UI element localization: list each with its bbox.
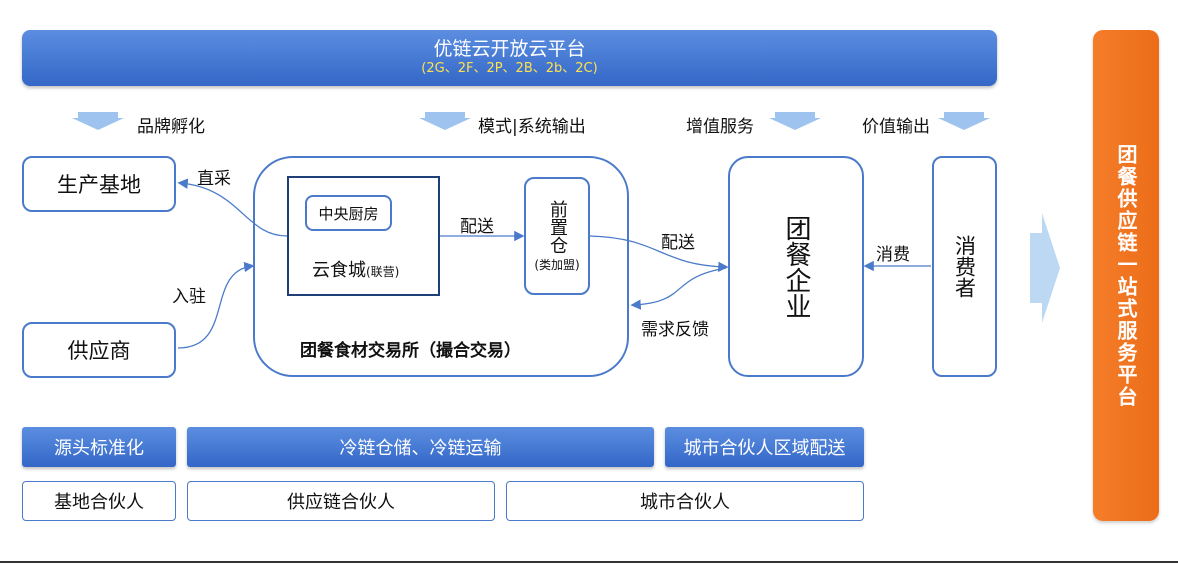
bottom-blue-2: 冷链仓储、冷链运输 bbox=[187, 427, 654, 467]
production-base-node: 生产基地 bbox=[22, 156, 176, 212]
platform-bar: 优链云开放云平台 (2G、2F、2P、2B、2b、2C) bbox=[22, 30, 997, 86]
direct-purchase-arrow bbox=[177, 178, 288, 237]
label-value-output: 价值输出 bbox=[862, 117, 930, 137]
front-warehouse-note: (类加盟) bbox=[534, 257, 580, 272]
edge-settle-in: 入驻 bbox=[172, 287, 206, 307]
cloud-food-city-box bbox=[287, 176, 440, 296]
down-arrow-icon bbox=[419, 112, 471, 130]
edge-deliver-2: 配送 bbox=[661, 233, 695, 253]
top-arrows bbox=[72, 112, 990, 130]
edge-deliver-1: 配送 bbox=[460, 217, 494, 237]
bottom-divider bbox=[0, 561, 1178, 563]
side-panel-title: 团餐供应链一站式服务平台 bbox=[1114, 143, 1138, 408]
platform-subtitle: (2G、2F、2P、2B、2b、2C) bbox=[421, 61, 598, 76]
bottom-blue-1: 源头标准化 bbox=[22, 427, 176, 467]
label-value-added: 增值服务 bbox=[686, 117, 754, 137]
settle-in-arrow bbox=[177, 261, 255, 349]
down-arrow-icon bbox=[72, 112, 124, 130]
right-arrow-icon bbox=[1030, 213, 1060, 323]
edge-consume: 消费 bbox=[876, 245, 910, 265]
deliver-arrow-2 bbox=[589, 235, 729, 272]
bottom-white-1: 基地合伙人 bbox=[22, 481, 176, 521]
connection-arrows bbox=[177, 178, 931, 349]
edge-direct-purchase: 直采 bbox=[197, 169, 231, 189]
side-panel: 团餐供应链一站式服务平台 bbox=[1093, 30, 1159, 521]
bottom-white-2: 供应链合伙人 bbox=[187, 481, 495, 521]
down-arrow-icon bbox=[769, 112, 821, 130]
label-model-output: 模式|系统输出 bbox=[478, 117, 586, 137]
enterprise-node: 团餐企业 bbox=[728, 156, 864, 377]
front-warehouse-label: 前置仓 bbox=[547, 199, 568, 254]
bottom-blue-3: 城市合伙人区域配送 bbox=[665, 427, 864, 467]
consumer-node: 消费者 bbox=[932, 156, 997, 377]
down-arrow-icon bbox=[938, 112, 990, 130]
platform-title: 优链云开放云平台 bbox=[433, 38, 586, 60]
label-brand-incubation: 品牌孵化 bbox=[137, 117, 205, 137]
exchange-title: 团餐食材交易所（撮合交易） bbox=[300, 341, 521, 361]
supplier-node: 供应商 bbox=[22, 322, 176, 378]
demand-feedback-arrow bbox=[630, 267, 727, 310]
cloud-food-city-label: 云食城(联营) bbox=[312, 260, 400, 281]
edge-demand-feedback: 需求反馈 bbox=[641, 320, 709, 340]
front-warehouse-node: 前置仓 (类加盟) bbox=[524, 177, 590, 295]
bottom-white-3: 城市合伙人 bbox=[506, 481, 864, 521]
central-kitchen-node: 中央厨房 bbox=[305, 195, 392, 231]
